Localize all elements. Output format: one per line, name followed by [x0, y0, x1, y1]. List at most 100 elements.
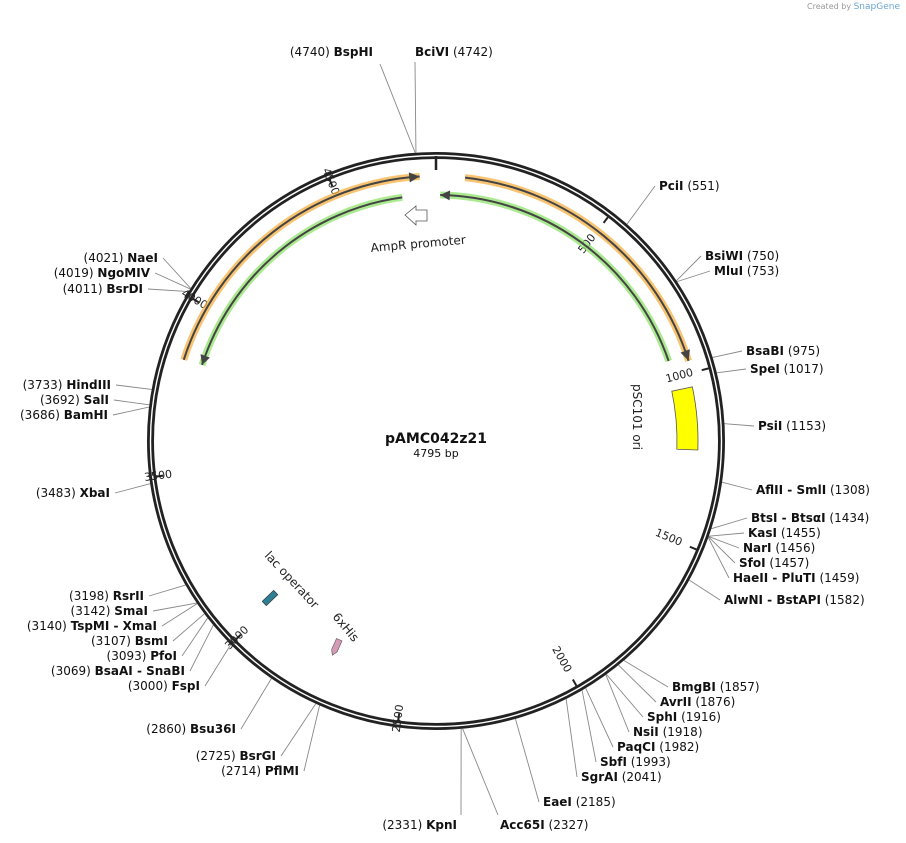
enzyme-position: (1876)	[695, 695, 735, 709]
enzyme-leader-line	[115, 384, 152, 390]
enzyme-site-label[interactable]: (2714) PflMI	[221, 764, 299, 778]
enzyme-leader-line	[152, 602, 197, 612]
enzyme-site-label[interactable]: EaeI (2185)	[543, 795, 616, 809]
enzyme-site-label[interactable]: AflII - SmlI (1308)	[756, 483, 870, 497]
enzyme-leader-line	[707, 537, 730, 579]
enzyme-site-label[interactable]: PciI (551)	[659, 179, 720, 193]
enzyme-leader-line	[162, 257, 191, 289]
enzyme-name: NarI	[743, 541, 772, 555]
enzyme-site-label[interactable]: Acc65I (2327)	[500, 818, 588, 832]
enzyme-site-label[interactable]: AlwNI - BstAPI (1582)	[724, 593, 865, 607]
enzyme-position: (1916)	[681, 710, 721, 724]
enzyme-leader-line	[148, 584, 186, 597]
enzyme-name: BamHI	[64, 408, 108, 422]
enzyme-leader-line	[112, 406, 150, 416]
enzyme-site-label[interactable]: (2725) BsrGI	[196, 749, 276, 763]
enzyme-site-label[interactable]: MluI (753)	[714, 264, 779, 278]
enzyme-site-label[interactable]: (3142) SmaI	[71, 604, 148, 618]
enzyme-site-label[interactable]: (4019) NgoMIV	[54, 266, 151, 280]
enzyme-position: (3483)	[36, 486, 76, 500]
enzyme-leader-line	[626, 185, 656, 225]
enzyme-position: (3093)	[107, 649, 147, 663]
tick-mark	[235, 633, 242, 641]
enzyme-position: (2327)	[549, 818, 589, 832]
enzyme-site-label[interactable]: BciVI (4742)	[415, 45, 493, 59]
enzyme-site-label[interactable]: NsiI (1918)	[633, 725, 703, 739]
enzyme-site-label[interactable]: (3198) RsrII	[69, 589, 144, 603]
enzyme-site-label[interactable]: (4021) NaeI	[84, 251, 158, 265]
enzyme-site-label[interactable]: SfoI (1457)	[739, 556, 809, 570]
enzyme-site-label[interactable]: (3483) XbaI	[36, 486, 110, 500]
enzyme-name: Acc65I	[500, 818, 545, 832]
enzyme-leader-line	[716, 368, 747, 374]
enzyme-name: SgrAI	[581, 770, 618, 784]
enzyme-position: (750)	[747, 249, 779, 263]
enzyme-site-label[interactable]: SpeI (1017)	[750, 362, 824, 376]
enzyme-leader-line	[161, 603, 198, 627]
enzyme-site-label[interactable]: (3107) BsmI	[91, 634, 168, 648]
enzyme-site-label[interactable]: (3140) TspMI - XmaI	[27, 619, 157, 633]
enzyme-site-label[interactable]: (3093) PfoI	[107, 649, 177, 663]
lac-operator-feature[interactable]	[261, 589, 279, 607]
enzyme-name: BsmI	[135, 634, 168, 648]
enzyme-site-label[interactable]: BsiWI (750)	[705, 249, 779, 263]
arrowhead-icon	[440, 190, 451, 201]
enzyme-site-label[interactable]: (4740) BspHI	[290, 45, 373, 59]
6xhis-tag-feature[interactable]	[330, 638, 343, 656]
enzyme-position: (1455)	[781, 526, 821, 540]
enzyme-site-label[interactable]: (3069) BsaAI - SnaBI	[51, 664, 185, 678]
enzyme-site-label[interactable]: (3686) BamHI	[20, 408, 108, 422]
enzyme-leader-line	[623, 660, 669, 688]
enzyme-name: BsaAI - SnaBI	[95, 664, 185, 678]
enzyme-site-label[interactable]: KasI (1455)	[748, 526, 821, 540]
enzyme-site-label[interactable]: (3733) HindIII	[23, 378, 111, 392]
enzyme-name: AvrII	[660, 695, 692, 709]
enzyme-position: (1582)	[825, 593, 865, 607]
enzyme-site-label[interactable]: SbfI (1993)	[600, 755, 671, 769]
enzyme-site-label[interactable]: (4011) BsrDI	[63, 282, 143, 296]
enzyme-position: (3000)	[128, 679, 168, 693]
green-feature-arc[interactable]	[440, 191, 672, 363]
enzyme-name: BspHI	[334, 45, 373, 59]
enzyme-site-label[interactable]: AvrII (1876)	[660, 695, 735, 709]
enzyme-site-label[interactable]: PsiI (1153)	[758, 419, 826, 433]
enzyme-position: (3142)	[71, 604, 111, 618]
enzyme-site-label[interactable]: (2860) Bsu36I	[146, 722, 236, 736]
enzyme-site-label[interactable]: BtsI - BtsαI (1434)	[751, 511, 869, 525]
ampr-promoter-arrow-icon[interactable]	[404, 205, 428, 226]
enzyme-site-label[interactable]: (3000) FspI	[128, 679, 200, 693]
enzyme-site-label[interactable]: (2331) KpnI	[382, 818, 457, 832]
enzyme-position: (1993)	[631, 755, 671, 769]
enzyme-leader-line	[303, 705, 320, 772]
enzyme-position: (3107)	[91, 634, 131, 648]
pSC101-ori-feature[interactable]	[671, 386, 699, 451]
orange-feature-line	[182, 175, 420, 361]
enzyme-name: NgoMIV	[97, 266, 150, 280]
enzyme-site-label[interactable]: BmgBI (1857)	[672, 680, 760, 694]
tick-mark	[602, 216, 609, 224]
tick-mark	[571, 679, 578, 687]
enzyme-site-label[interactable]: (3692) SalI	[40, 393, 109, 407]
enzyme-leader-line	[721, 481, 753, 491]
enzyme-position: (4740)	[290, 45, 330, 59]
enzyme-name: SpeI	[750, 362, 780, 376]
enzyme-site-label[interactable]: SgrAI (2041)	[581, 770, 662, 784]
enzyme-position: (3198)	[69, 589, 109, 603]
arrowhead-icon	[680, 349, 690, 361]
enzyme-leader-line	[113, 399, 150, 406]
enzyme-site-label[interactable]: BsaBI (975)	[746, 344, 820, 358]
enzyme-site-label[interactable]: HaeII - PluTI (1459)	[733, 571, 859, 585]
green-feature-arc[interactable]	[198, 193, 403, 367]
backbone-gap	[149, 154, 723, 728]
enzyme-site-label[interactable]: NarI (1456)	[743, 541, 815, 555]
enzyme-site-label[interactable]: PaqCI (1982)	[617, 740, 699, 754]
enzyme-name: SalI	[84, 393, 109, 407]
tick-mark	[701, 367, 709, 372]
enzyme-leader-line	[606, 674, 644, 718]
enzyme-leader-line	[154, 272, 191, 290]
enzyme-position: (1459)	[819, 571, 859, 585]
enzyme-position: (1918)	[663, 725, 703, 739]
enzyme-position: (4021)	[84, 251, 124, 265]
enzyme-site-label[interactable]: SphI (1916)	[647, 710, 721, 724]
